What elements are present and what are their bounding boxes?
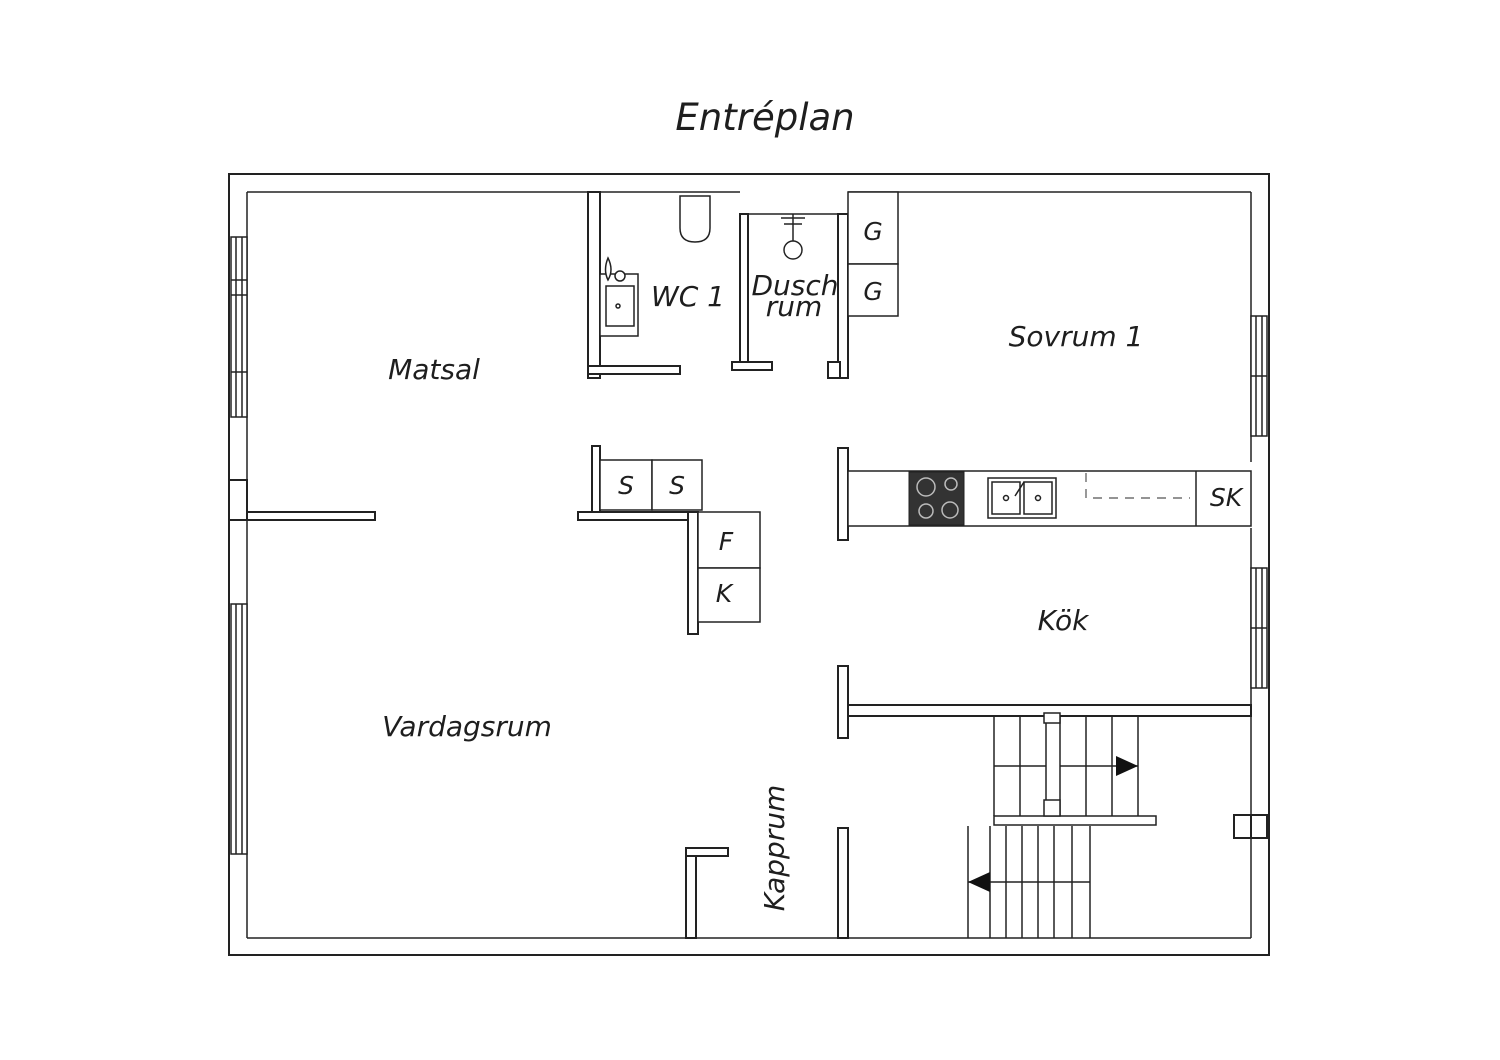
room-label-matsal: Matsal	[388, 353, 480, 386]
room-label-dusch: Dusch	[751, 269, 838, 302]
fridge-label: F	[719, 527, 734, 556]
sink-icon	[987, 477, 1057, 519]
room-label-sovrum: Sovrum 1	[1009, 320, 1144, 353]
room-label-vardagsrum: Vardagsrum	[382, 710, 552, 743]
storage-s-right: S	[651, 459, 703, 511]
washbasin-icon	[599, 256, 639, 337]
toilet-icon	[679, 195, 711, 243]
closet-g-bottom: G	[847, 263, 899, 317]
room-label-kok: Kök	[1038, 604, 1090, 637]
staircase	[967, 712, 1157, 938]
closet-g-top: G	[847, 191, 899, 265]
closet-label: G	[863, 217, 882, 246]
stove-icon	[908, 471, 965, 526]
interior-walls	[228, 191, 1268, 939]
room-label-kapprum: Kapprum	[758, 785, 791, 912]
fridge-f: F	[697, 511, 761, 569]
cabinet-sk-label: SK	[1210, 483, 1245, 512]
exterior-walls	[228, 173, 1270, 956]
closet-label: G	[863, 277, 882, 306]
freezer-k: K	[697, 567, 761, 623]
shower-icon	[781, 214, 805, 260]
storage-s-left: S	[599, 459, 653, 511]
storage-label: S	[669, 471, 685, 500]
windows	[230, 236, 1268, 855]
storage-label: S	[618, 471, 634, 500]
room-label-wc: WC 1	[651, 280, 725, 313]
freezer-label: K	[716, 579, 735, 608]
room-label-rum: rum	[766, 290, 823, 323]
plan-title: Entréplan	[675, 96, 854, 139]
stair-arrow-icon	[968, 872, 990, 892]
stair-arrow-icon	[1116, 756, 1138, 776]
